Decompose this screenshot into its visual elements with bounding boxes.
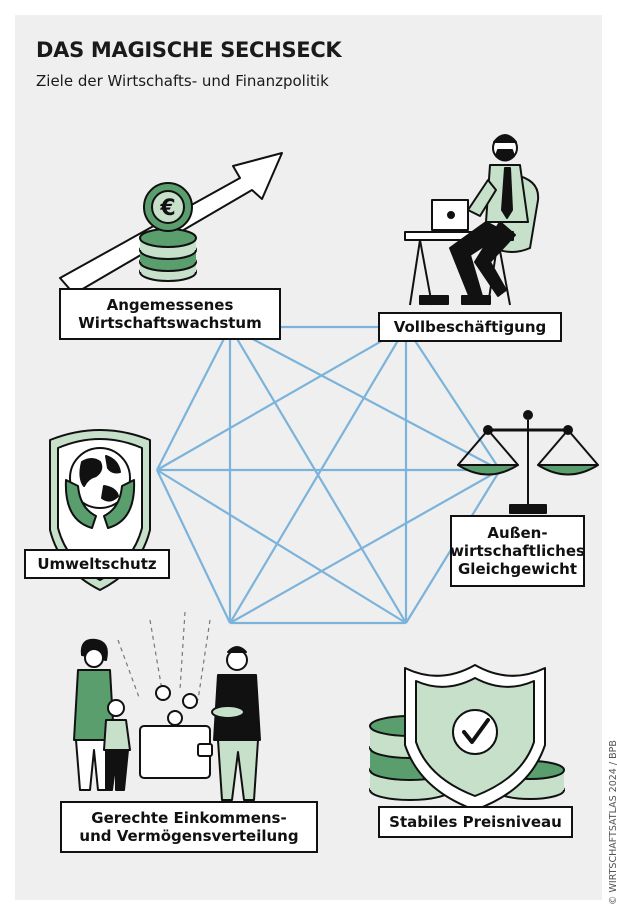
page-subtitle: Ziele der Wirtschafts- und Finanzpolitik xyxy=(36,72,329,90)
euro-symbol: € xyxy=(159,196,175,221)
goal-external-balance: Außen- wirtschaftliches Gleichgewicht xyxy=(450,515,585,587)
goal-environment-line1: Umweltschutz xyxy=(37,555,157,573)
goal-fair-distribution-line2: und Vermögensverteilung xyxy=(79,827,299,845)
credit-text: © WIRTSCHAFTSATLAS 2024 / BPB xyxy=(608,740,617,905)
goal-external-balance-line3: Gleichgewicht xyxy=(458,560,577,578)
page-title: DAS MAGISCHE SECHSECK xyxy=(36,38,342,62)
shield-check-icon xyxy=(369,664,565,811)
goal-external-balance-line1: Außen- xyxy=(487,524,548,542)
growth-arrow-icon: € xyxy=(59,152,283,295)
goal-growth-line2: Wirtschaftswachstum xyxy=(78,314,262,332)
family-wallet-icon xyxy=(73,611,261,801)
goal-employment: Vollbeschäftigung xyxy=(378,312,562,342)
goal-price-stability-line1: Stabiles Preisniveau xyxy=(389,813,562,831)
office-worker-icon xyxy=(404,134,540,306)
goal-fair-distribution-line1: Gerechte Einkommens- xyxy=(91,809,287,827)
goal-growth-line1: Angemessenes xyxy=(106,296,234,314)
credit-note: © WIRTSCHAFTSATLAS 2024 / BPB xyxy=(596,740,617,905)
goal-price-stability: Stabiles Preisniveau xyxy=(378,806,573,838)
goal-external-balance-line2: wirtschaftliches xyxy=(450,542,585,560)
hexagon-network xyxy=(156,325,501,625)
goal-fair-distribution: Gerechte Einkommens- und Vermögensvertei… xyxy=(60,801,318,853)
balance-scale-icon xyxy=(457,410,599,514)
goal-employment-line1: Vollbeschäftigung xyxy=(393,318,547,336)
goal-environment: Umweltschutz xyxy=(24,549,170,579)
goal-growth: Angemessenes Wirtschaftswachstum xyxy=(59,288,281,340)
